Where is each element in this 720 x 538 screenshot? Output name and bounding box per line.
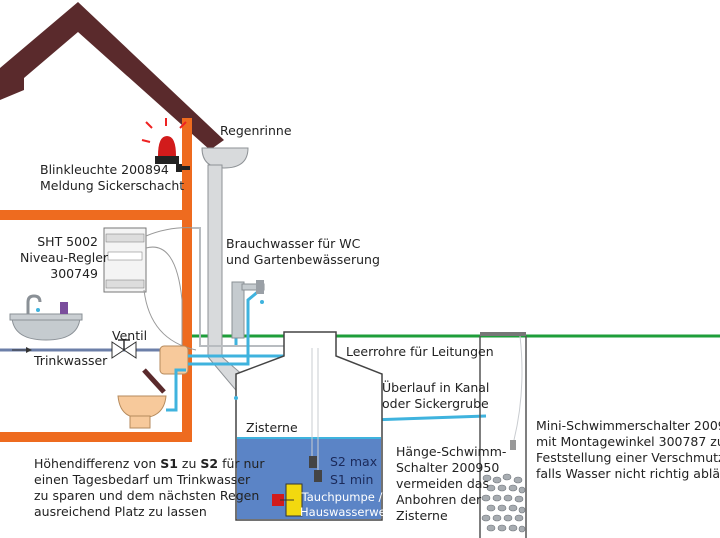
label-brauchwasser: Brauchwasser für WC und Gartenbewässerun… <box>226 236 380 268</box>
label-haenge-line1: Hänge-Schwimm- <box>396 444 507 459</box>
label-zisterne: Zisterne <box>246 420 298 435</box>
label-mini-line2: mit Montagewinkel 300787 zur <box>536 434 720 449</box>
label-pump-line2: Hauswasserwerk <box>300 505 398 519</box>
label-hoehendifferenz: Höhendifferenz von S1 zu S2 für nur eine… <box>34 456 265 520</box>
label-hoehe-mid: zu <box>177 456 201 471</box>
label-sht-line3: 300749 <box>50 266 98 281</box>
garden-tap <box>231 280 265 339</box>
label-hoehe-line1: Höhendifferenz von S1 zu S2 für nur <box>34 456 265 472</box>
label-blinkleuchte: Blinkleuchte 200894 Meldung Sickerschach… <box>40 162 185 194</box>
seepage-shaft <box>479 332 527 538</box>
blink-light <box>141 118 190 172</box>
label-hoehe-s2: S2 <box>200 456 219 471</box>
label-ueberlauf: Überlauf in Kanal oder Sickergrube <box>382 380 489 412</box>
label-pumpe: Tauchpumpe / Hauswasserwerk <box>300 490 398 520</box>
downpipe <box>201 147 253 396</box>
label-haenge-line2: Schalter 200950 <box>396 460 500 475</box>
label-hoehe-post: für nur <box>218 456 265 471</box>
label-pump-line1: Tauchpumpe / <box>301 490 383 504</box>
label-hoehe-s1: S1 <box>160 456 178 471</box>
sink <box>9 294 83 341</box>
label-leerrohre: Leerrohre für Leitungen <box>346 344 494 359</box>
label-brauch-line2: und Gartenbewässerung <box>226 252 380 267</box>
label-blink-line1: Blinkleuchte 200894 <box>40 162 169 177</box>
house-roof <box>0 2 224 150</box>
label-mini-line4: falls Wasser nicht richtig abläuft <box>536 466 720 481</box>
label-haenge-line5: Zisterne <box>396 508 448 523</box>
label-haenge-line4: Anbohren der <box>396 492 482 507</box>
label-s2max: S2 max <box>330 454 378 469</box>
label-haenge-schwimmschalter: Hänge-Schwimm- Schalter 200950 vermeiden… <box>396 444 506 524</box>
label-brauch-line1: Brauchwasser für WC <box>226 236 361 251</box>
label-sht-line2: Niveau-Regler <box>20 250 109 265</box>
label-mini-schwimmerschalter: Mini-Schwimmerschalter 200940 mit Montag… <box>536 418 720 482</box>
label-ventil: Ventil <box>112 328 148 343</box>
label-hoehe-line2: einen Tagesbedarf um Trinkwasser <box>34 472 251 487</box>
toilet <box>117 345 189 429</box>
cistern-tank <box>234 331 383 521</box>
drinking-water-pipe <box>0 339 180 359</box>
label-mini-line1: Mini-Schwimmerschalter 200940 <box>536 418 720 433</box>
label-regenrinne: Regenrinne <box>220 123 292 138</box>
label-sht-line1: SHT 5002 <box>37 234 98 249</box>
label-trinkwasser: Trinkwasser <box>34 353 108 368</box>
label-haenge-line3: vermeiden das <box>396 476 489 491</box>
label-ueberlauf-line2: oder Sickergrube <box>382 396 489 411</box>
label-sht: SHT 5002 Niveau-Regler 300749 <box>20 234 109 282</box>
label-hoehe-line3: zu sparen und dem nächsten Regen <box>34 488 260 503</box>
label-hoehe-pre: Höhendifferenz von <box>34 456 161 471</box>
label-blink-line2: Meldung Sickerschacht <box>40 178 185 193</box>
hanging-float-switches <box>309 348 322 482</box>
gravel <box>481 473 526 533</box>
label-hoehe-line4: ausreichend Platz zu lassen <box>34 504 207 519</box>
house-walls <box>0 118 192 442</box>
label-mini-line3: Feststellung einer Verschmutzung, <box>536 450 720 465</box>
label-s1min: S1 min <box>330 472 374 487</box>
submersible-pump <box>272 483 303 517</box>
label-ueberlauf-line1: Überlauf in Kanal <box>382 380 490 395</box>
